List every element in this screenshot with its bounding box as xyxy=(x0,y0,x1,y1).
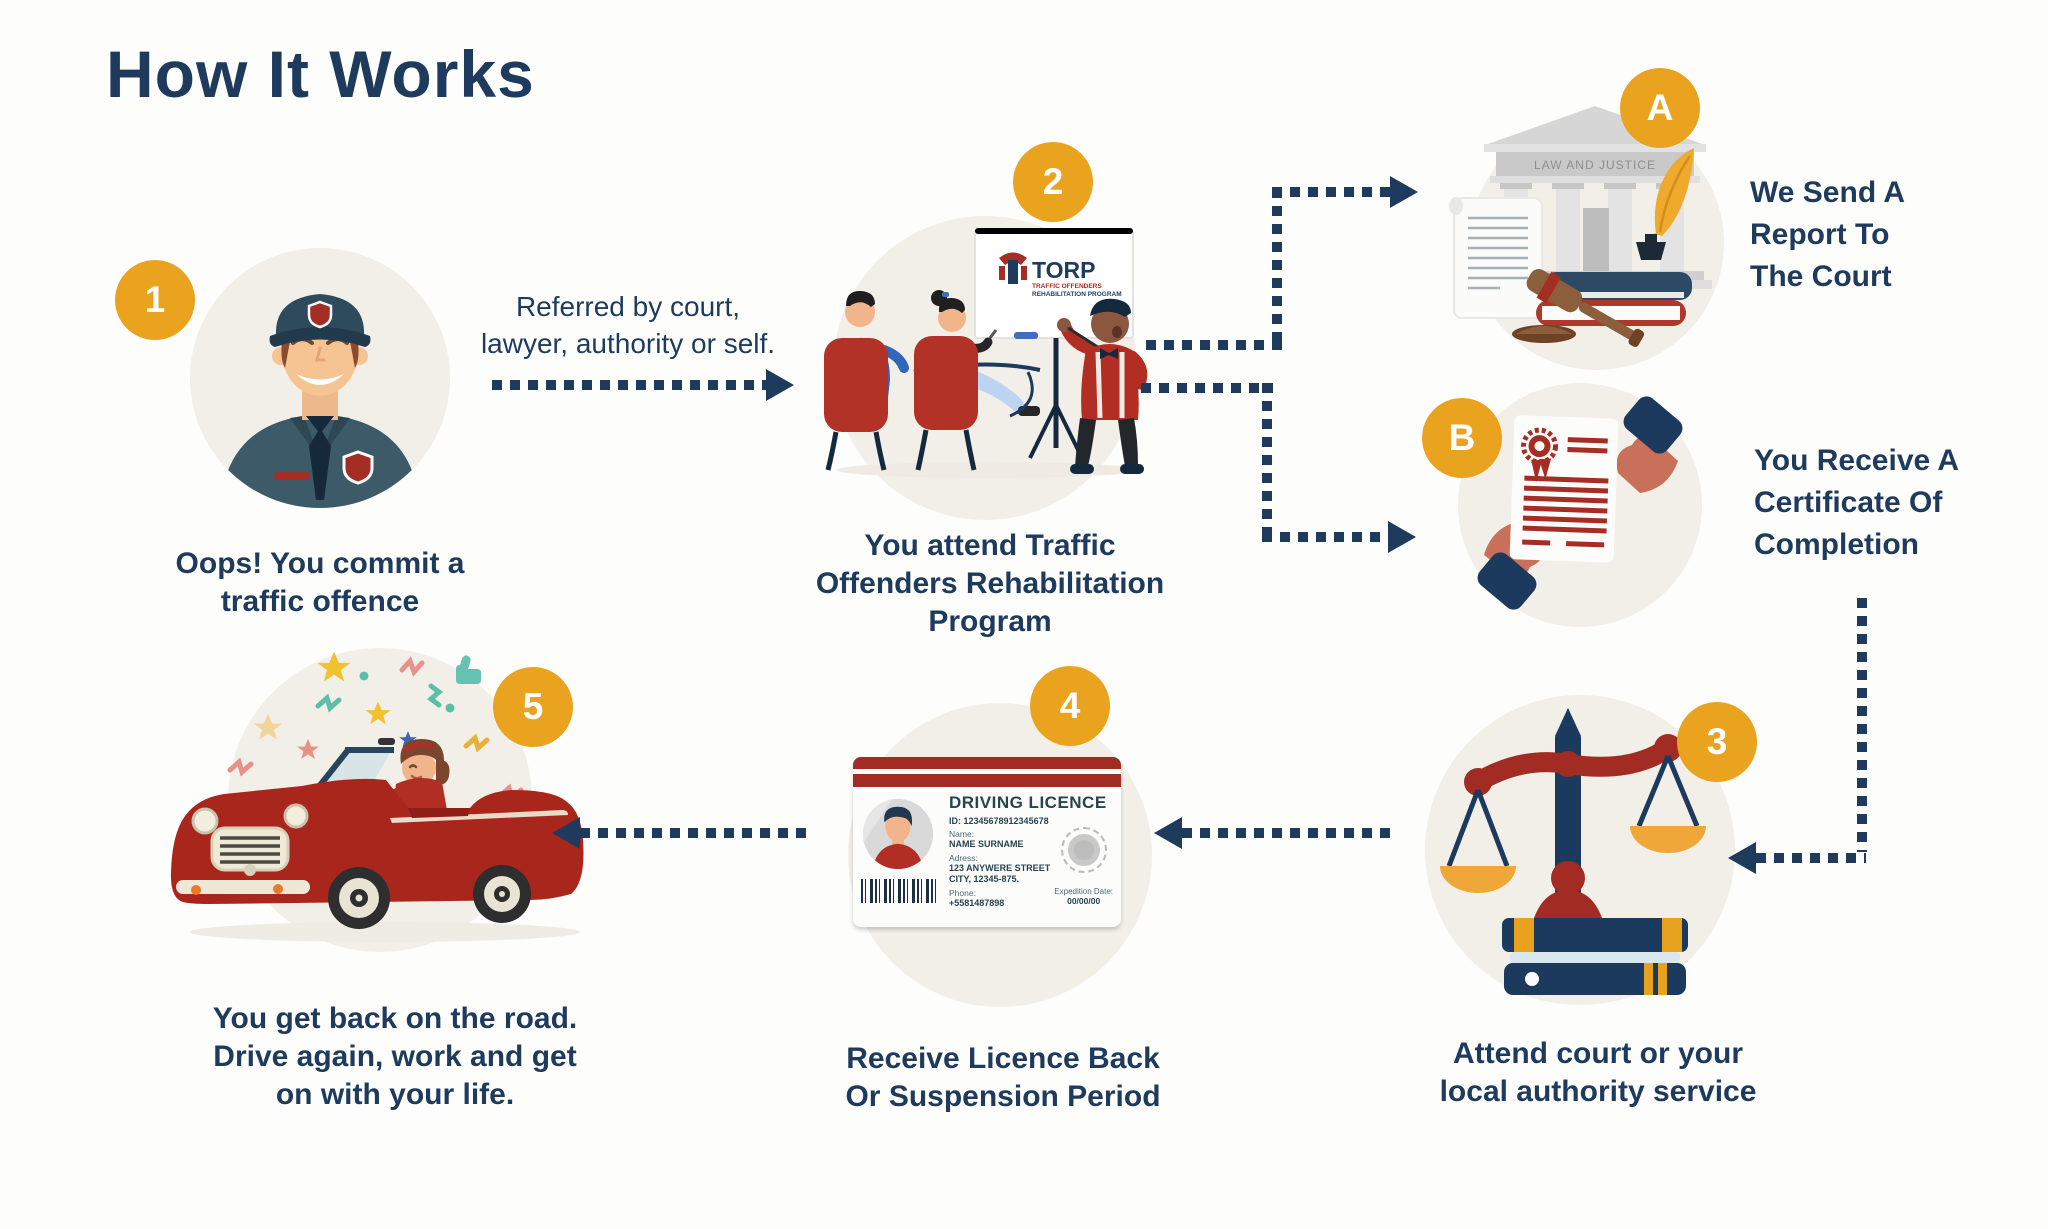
licence-seal xyxy=(1061,827,1107,873)
step1-caption: Oops! You commit a traffic offence xyxy=(175,547,465,618)
licence-address1: 123 ANYWERE STREET xyxy=(949,863,1051,873)
arrow-1-to-2 xyxy=(492,380,768,390)
beret-icon xyxy=(1090,298,1131,317)
torp-logo: TORP TRAFFIC OFFENDERS REHABILITATION PR… xyxy=(999,252,1122,298)
torp-sub1: TRAFFIC OFFENDERS xyxy=(1032,283,1102,290)
arrow-2-to-B-seg3 xyxy=(1262,532,1390,542)
step1-badge: 1 xyxy=(115,260,195,340)
licence-title: DRIVING LICENCE xyxy=(949,793,1107,812)
books-stack xyxy=(1502,918,1688,995)
torp-sub2: REHABILITATION PROGRAM xyxy=(1032,291,1122,298)
scales-illustration xyxy=(1440,708,1706,995)
expedition-value: 00/00/00 xyxy=(1067,896,1101,906)
licence-photo-illustration xyxy=(863,799,933,869)
cap-shield-icon xyxy=(307,300,333,329)
arrow-2-to-B-seg1 xyxy=(1141,383,1273,393)
headlight-icon xyxy=(191,807,219,835)
step3-caption: Attend court or your local authority ser… xyxy=(1439,1037,1757,1108)
scroll-document xyxy=(1449,197,1543,319)
presenter xyxy=(1057,298,1148,474)
licence-address2: CITY, 12345-875. xyxy=(949,874,1020,884)
expedition-label: Expedition Date: xyxy=(1054,887,1113,896)
stepA-badge: A xyxy=(1620,68,1700,148)
step4-badge: 4 xyxy=(1030,666,1110,746)
referral-note: Referred by court, lawyer, authority or … xyxy=(480,291,776,359)
bow-tie-icon xyxy=(1100,348,1118,359)
gavel-icon xyxy=(1512,269,1645,347)
police-officer-illustration xyxy=(220,294,420,508)
page-title: How It Works xyxy=(106,37,535,111)
car-illustration xyxy=(170,651,584,942)
hand-right xyxy=(1616,396,1683,493)
chairs xyxy=(824,336,978,471)
eraser-icon xyxy=(1014,332,1038,339)
scales-icon xyxy=(1440,708,1706,924)
step5-badge: 5 xyxy=(493,667,573,747)
arrowhead-4-to-5 xyxy=(552,817,580,849)
torp-logo-text: TORP xyxy=(1032,257,1095,283)
step2-badge: 2 xyxy=(1013,142,1093,222)
licence-address-label: Adress: xyxy=(949,853,978,863)
barcode xyxy=(861,879,937,903)
stepB-caption: You Receive A Certificate Of Completion xyxy=(1754,444,1960,561)
classroom-illustration: TORP TRAFFIC OFFENDERS REHABILITATION PR… xyxy=(824,228,1148,478)
arrow-2-to-A-seg2 xyxy=(1272,188,1282,350)
step1-circle xyxy=(190,248,450,508)
licence-expedition: Expedition Date: 00/00/00 xyxy=(1054,887,1113,906)
certificate-illustration xyxy=(1477,396,1683,610)
stepB-badge: B xyxy=(1422,398,1502,478)
court-sign-text: LAW AND JUSTICE xyxy=(1534,158,1656,172)
arrow-2-to-A-seg3 xyxy=(1272,187,1392,197)
licence-photo xyxy=(863,799,933,869)
arrowhead-1-to-2 xyxy=(766,369,794,401)
arrowhead-B-to-3 xyxy=(1728,842,1756,874)
step3-badge: 3 xyxy=(1677,702,1757,782)
step4-caption: Receive Licence Back Or Suspension Perio… xyxy=(845,1042,1161,1113)
car-body xyxy=(170,778,584,904)
licence-name-label: Name: xyxy=(949,829,975,839)
arrowhead-3-to-4 xyxy=(1154,817,1182,849)
chest-badge-icon xyxy=(342,450,374,485)
arrow-B-to-3-seg2 xyxy=(1756,853,1866,863)
thumbs-up-icon xyxy=(456,655,481,684)
licence-phone-label: Phone: xyxy=(949,888,976,898)
licence-id: ID: 12345678912345678 xyxy=(949,816,1049,826)
arrowhead-2-to-A xyxy=(1390,176,1418,208)
arrow-3-to-4 xyxy=(1182,828,1394,838)
arrow-B-to-3-seg1 xyxy=(1857,598,1867,852)
inkpot-icon xyxy=(1636,234,1666,260)
licence-card: DRIVING LICENCE ID: 12345678912345678 Na… xyxy=(853,757,1121,927)
arrow-4-to-5 xyxy=(580,828,812,838)
wheels xyxy=(328,865,531,929)
stepA-caption: We Send A Report To The Court xyxy=(1750,176,1906,293)
step2-caption: You attend Traffic Offenders Rehabilitat… xyxy=(815,529,1165,638)
licence-name: NAME SURNAME xyxy=(949,839,1024,849)
arrowhead-2-to-B xyxy=(1388,521,1416,553)
certificate-paper xyxy=(1509,415,1619,563)
licence-phone: +5581487898 xyxy=(949,898,1005,908)
arrow-2-to-A-seg1 xyxy=(1146,340,1282,350)
arrow-2-to-B-seg2 xyxy=(1262,383,1272,542)
step5-caption: You get back on the road. Drive again, w… xyxy=(212,1002,578,1111)
